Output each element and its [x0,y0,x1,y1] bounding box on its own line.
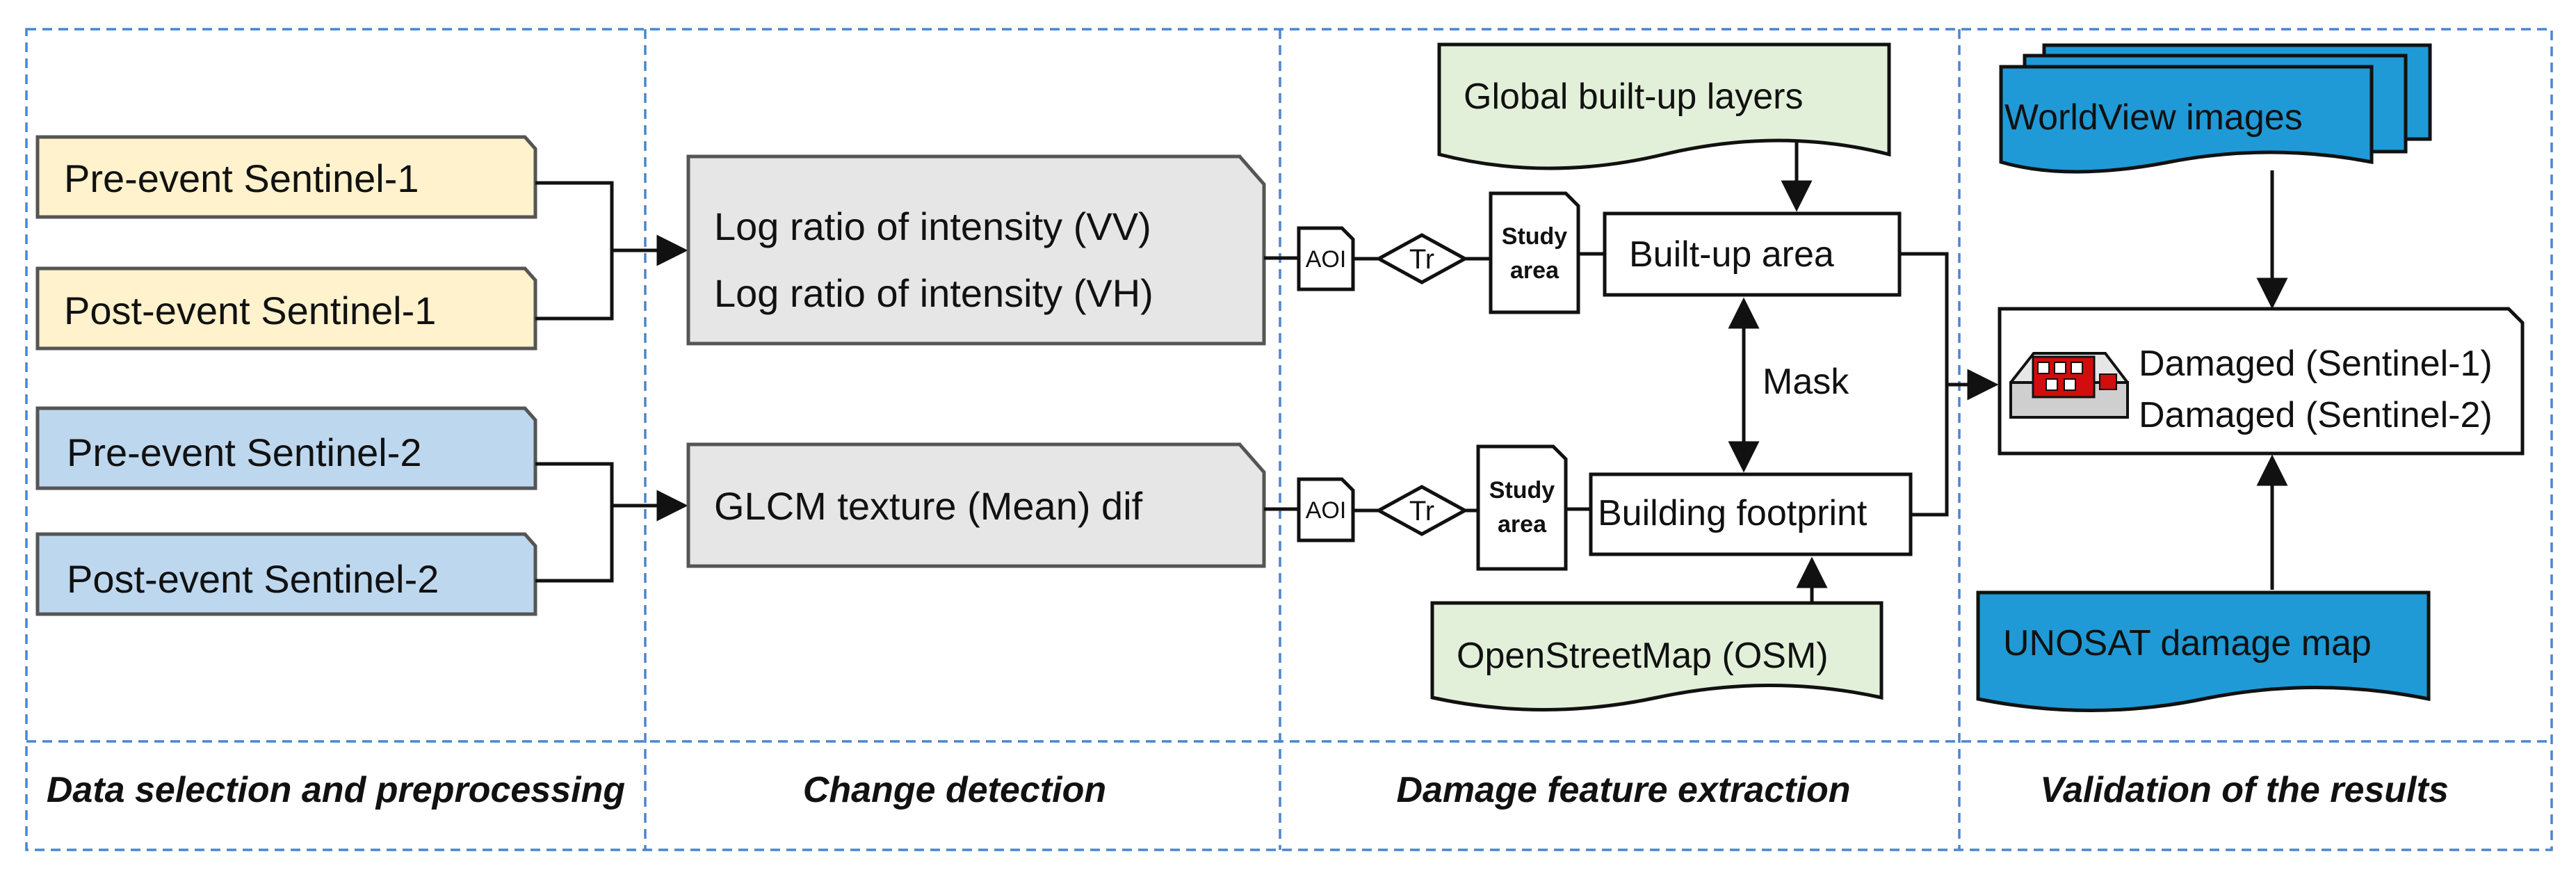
study-area-bottom: Study area [1476,444,1568,571]
building-footprint-label: Building footprint [1598,493,1868,533]
log-ratio-vh-label: Log ratio of intensity (VH) [714,271,1153,315]
process-log-ratio: Log ratio of intensity (VV) Log ratio of… [686,154,1266,346]
input-post-sentinel1: Post-event Sentinel-1 [35,266,537,351]
aoi-box-bottom: AOI [1297,477,1355,542]
unosat-label: UNOSAT damage map [2003,623,2372,663]
study-area-bottom-line1: Study [1489,477,1555,504]
input-pre-sentinel1: Pre-event Sentinel-1 [35,135,537,219]
damaged-result-box: Damaged (Sentinel-1) Damaged (Sentinel-2… [1998,307,2525,456]
threshold-top-label: Tr [1409,244,1434,275]
global-builtup-layers: Global built-up layers [1437,42,1891,170]
threshold-diamond-top: Tr [1375,233,1469,284]
mask-label: Mask [1763,362,1849,402]
damaged-s1-label: Damaged (Sentinel-1) [2139,344,2493,384]
input-post-sentinel2: Post-event Sentinel-2 [35,532,537,616]
study-area-top-line1: Study [1502,223,1568,250]
damaged-s2-label: Damaged (Sentinel-2) [2139,395,2493,435]
study-area-top: Study area [1489,191,1580,314]
connector-sentinel2-merge [535,462,688,583]
log-ratio-vv-label: Log ratio of intensity (VV) [714,204,1151,248]
study-area-bottom-line2: area [1498,511,1547,538]
threshold-diamond-bottom: Tr [1375,485,1469,536]
input-post-sentinel1-label: Post-event Sentinel-1 [64,289,436,332]
worldview-images-stack: WorldView images [1999,43,2432,174]
builtup-area-box: Built-up area [1603,211,1902,297]
stage-validation: Validation of the results [2040,770,2449,810]
input-pre-sentinel2: Pre-event Sentinel-2 [35,406,537,490]
stage-data-selection: Data selection and preprocessing [47,770,625,810]
building-footprint-box: Building footprint [1589,472,1913,556]
input-pre-sentinel1-label: Pre-event Sentinel-1 [64,156,419,200]
osm-label: OpenStreetMap (OSM) [1457,636,1829,676]
process-glcm-texture: GLCM texture (Mean) dif [686,442,1266,568]
aoi-bottom-label: AOI [1306,497,1347,524]
study-area-top-line2: area [1510,257,1560,284]
worldview-label: WorldView images [2004,97,2303,138]
stage-damage-extraction: Damage feature extraction [1396,770,1850,810]
input-post-sentinel2-label: Post-event Sentinel-2 [67,557,439,601]
connector-extraction-validation [1899,252,1999,517]
stage-change-detection: Change detection [803,770,1106,810]
global-builtup-label: Global built-up layers [1464,77,1803,117]
builtup-area-label: Built-up area [1629,234,1834,275]
aoi-top-label: AOI [1306,246,1347,273]
stage-frame [25,28,2553,851]
damage-map-icon [2009,352,2129,419]
aoi-box-top: AOI [1297,226,1355,291]
threshold-bottom-label: Tr [1409,496,1434,526]
glcm-texture-label: GLCM texture (Mean) dif [714,484,1143,528]
input-pre-sentinel2-label: Pre-event Sentinel-2 [67,431,422,474]
osm-layer: OpenStreetMap (OSM) [1430,601,1884,711]
unosat-damage-map: UNOSAT damage map [1976,590,2431,712]
connector-sentinel1-merge [535,181,688,321]
